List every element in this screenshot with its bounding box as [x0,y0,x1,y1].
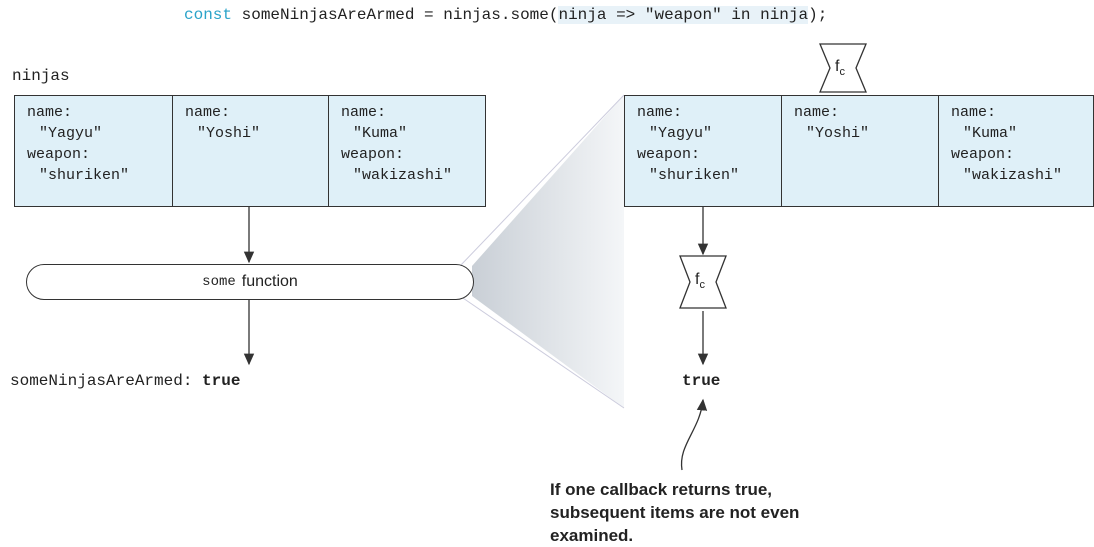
cell-line: "Kuma" [353,125,408,142]
result-right: true [682,372,721,390]
ninjas-label: ninjas [12,67,70,85]
callback-hourglass-middle [679,255,727,309]
cell-line: weapon: [951,146,1015,163]
cell-line: "wakizashi" [963,167,1063,184]
ninja-cell: name: "Yagyu" weapon: "shuriken" [625,96,781,206]
annotation-note: If one callback returns true, subsequent … [550,478,799,547]
cell-line: name: [27,104,73,121]
cell-line: name: [794,104,840,121]
callback-base: f [695,271,700,288]
cell-line: "Yoshi" [197,125,261,142]
cell-line: "shuriken" [39,167,130,184]
code-callback: ninja => "weapon" in ninja [558,6,809,24]
annotation-line: examined. [550,526,634,545]
cell-line: "Yagyu" [39,125,103,142]
some-function-box: some function [26,264,474,300]
callback-sub: c [839,66,845,79]
function-keyword: some [202,274,236,290]
cell-line: weapon: [27,146,91,163]
annotation-line: If one callback returns true, [550,480,773,499]
ninjas-array-table: name: "Yagyu" weapon: "shuriken" name: "… [14,95,486,207]
cell-line: "wakizashi" [353,167,453,184]
cell-line: "Yoshi" [806,125,870,142]
cell-line: name: [951,104,997,121]
code-prefix: someNinjasAreArmed = ninjas.some( [232,6,559,24]
annotation-pointer [680,398,708,471]
zoom-wedge [472,95,624,408]
code-keyword: const [184,6,233,24]
result-value: true [202,372,241,390]
ninja-cell: name: "Yoshi" [172,96,328,206]
function-label: function [241,273,298,290]
result-variable: someNinjasAreArmed: [10,372,193,390]
callback-hourglass-top [819,43,867,93]
ninja-cell: name: "Yoshi" [781,96,938,206]
ninja-cell: name: "Kuma" weapon: "wakizashi" [328,96,485,206]
cell-line: "shuriken" [649,167,740,184]
callback-base: f [835,58,840,75]
cell-line: "Yagyu" [649,125,713,142]
cell-line: name: [185,104,231,121]
zoom-edge-bottom [459,295,625,409]
cell-line: name: [637,104,683,121]
cell-line: weapon: [341,146,405,163]
result-left: someNinjasAreArmed: true [10,372,240,390]
zoomed-ninjas-table: name: "Yagyu" weapon: "shuriken" name: "… [624,95,1094,207]
annotation-line: subsequent items are not even [550,503,800,522]
cell-line: weapon: [637,146,701,163]
zoom-edge-top [459,94,625,267]
code-line: const someNinjasAreArmed = ninjas.some(n… [184,6,827,24]
ninja-cell: name: "Kuma" weapon: "wakizashi" [938,96,1093,206]
callback-sub: c [699,279,705,292]
callback-symbol-top: fc [835,58,845,78]
cell-line: name: [341,104,387,121]
code-suffix: ); [808,6,828,24]
callback-symbol-middle: fc [695,271,705,291]
cell-line: "Kuma" [963,125,1018,142]
ninja-cell: name: "Yagyu" weapon: "shuriken" [15,96,172,206]
